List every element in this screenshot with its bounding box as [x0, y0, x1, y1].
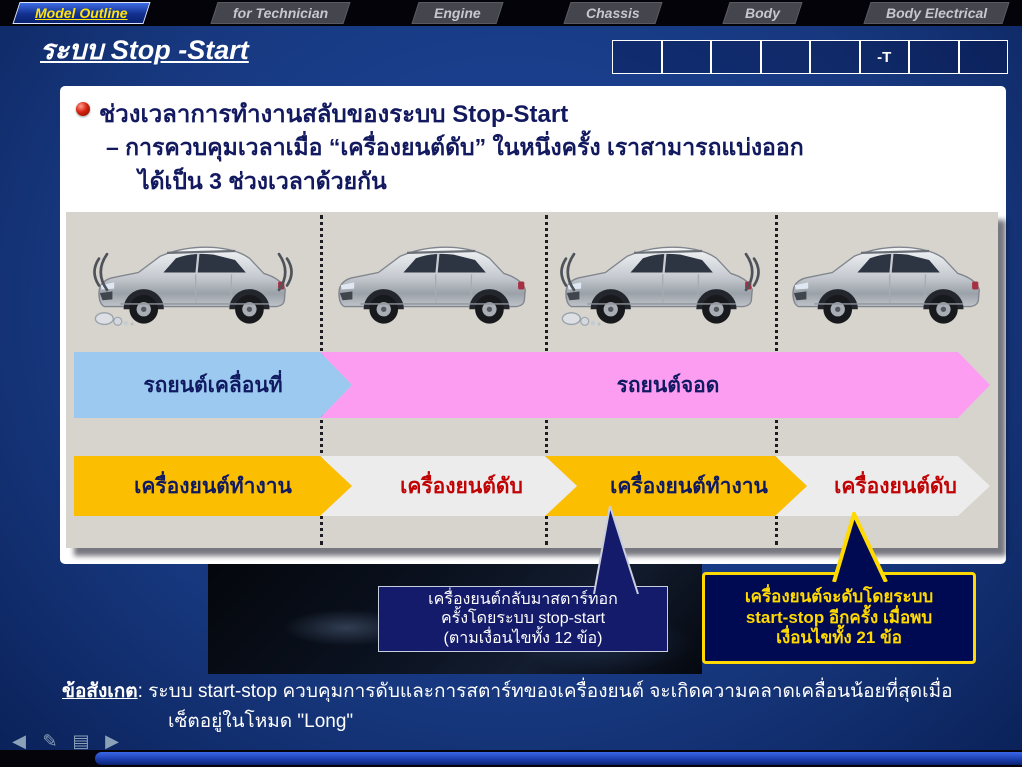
callout-line: เครื่องยนต์กลับมาสตาร์ทอีก — [428, 590, 618, 608]
progress-band — [95, 752, 1022, 765]
tab-label: Engine — [433, 5, 481, 21]
tab-model-outline[interactable]: Model Outline — [12, 2, 151, 24]
tab-body-electrical[interactable]: Body Electrical — [863, 2, 1010, 24]
index-cell — [612, 40, 662, 74]
car-illustration-3 — [545, 220, 775, 342]
nav-forward-icon[interactable]: ▶ — [105, 730, 119, 751]
pen-icon[interactable]: ✎ — [42, 730, 58, 751]
tab-body[interactable]: Body — [722, 2, 803, 24]
arrow-label: รถยนต์จอด — [616, 373, 720, 397]
notes-icon[interactable]: ▤ — [72, 730, 90, 751]
car-illustration-4 — [775, 220, 998, 342]
callout-stop-pointer-icon — [832, 512, 888, 582]
arrow-label: รถยนต์เคลื่อนที่ — [143, 373, 283, 397]
nav-back-icon[interactable]: ◀ — [12, 730, 26, 751]
note-text: : ระบบ start-stop ควบคุมการดับและการสตาร… — [137, 681, 953, 702]
tab-label: Model Outline — [35, 5, 128, 21]
top-navigation: Model Outline for Technician Engine Chas… — [0, 0, 1022, 26]
timeline-vehicle-parked: รถยนต์จอด — [320, 352, 990, 418]
footer-toolbar: ◀ ✎ ▤ ▶ — [8, 731, 123, 751]
tab-for-technician[interactable]: for Technician — [210, 2, 351, 24]
arrow-label: เครื่องยนต์ทำงาน — [610, 474, 768, 498]
timeline-vehicle-moving: รถยนต์เคลื่อนที่ — [74, 352, 352, 418]
arrow-label: เครื่องยนต์ทำงาน — [134, 474, 292, 498]
section-heading: ช่วงเวลาการทำงานสลับของระบบ Stop-Start — [99, 101, 569, 128]
callout-line: start-stop อีกครั้ง เมื่อพบ — [745, 607, 933, 627]
callout-line: (ตามเงื่อนไขทั้ง 12 ข้อ) — [443, 629, 603, 647]
section-index: -T — [612, 40, 1008, 74]
callout-stop: เครื่องยนต์จะดับโดยระบบ start-stop อีกคร… — [702, 572, 976, 664]
timeline-engine-on-1: เครื่องยนต์ทำงาน — [74, 456, 352, 516]
arrow-label: เครื่องยนต์ดับ — [400, 474, 523, 498]
index-cell — [909, 40, 959, 74]
note-line2: เซ็ตอยู่ในโหมด "Long" — [168, 711, 354, 732]
car-illustration-1 — [66, 220, 320, 342]
timeline-engine-off-2: เครื่องยนต์ดับ — [775, 456, 990, 516]
tab-chassis[interactable]: Chassis — [563, 2, 663, 24]
car-illustration-2 — [320, 220, 545, 342]
callout-restart-pointer-icon — [593, 506, 639, 594]
index-cell — [810, 40, 860, 74]
note-line1: ข้อสังเกต: ระบบ start-stop ควบคุมการดับแ… — [62, 676, 953, 706]
bottom-bar — [0, 750, 1022, 767]
index-cell — [661, 40, 711, 74]
timeline-engine-off-1: เครื่องยนต์ดับ — [320, 456, 577, 516]
timeline-diagram: รถยนต์เคลื่อนที่ รถยนต์จอด เครื่องยนต์ทำ… — [66, 212, 998, 548]
tab-label: Chassis — [586, 5, 640, 21]
tab-label: for Technician — [233, 5, 329, 21]
callout-restart: เครื่องยนต์กลับมาสตาร์ทอีก ครั้งโดยระบบ … — [378, 586, 668, 652]
engine-running-marks-icon — [90, 230, 296, 333]
page-title: ระบบ Stop -Start — [40, 35, 249, 65]
callout-line: เงื่อนไขทั้ง 21 ข้อ — [776, 628, 902, 648]
callout-line: ครั้งโดยระบบ stop-start — [440, 610, 606, 628]
tab-label: Body Electrical — [885, 5, 987, 21]
body-text-line2: ได้เป็น 3 ช่วงเวลาด้วยกัน — [138, 168, 387, 194]
car-row — [66, 220, 998, 342]
index-cell — [711, 40, 761, 74]
tab-label: Body — [745, 5, 781, 21]
arrow-label: เครื่องยนต์ดับ — [834, 474, 957, 498]
note-label: ข้อสังเกต — [62, 681, 138, 702]
car-icon — [784, 230, 990, 333]
bullet-icon — [76, 102, 90, 116]
tab-engine[interactable]: Engine — [411, 2, 504, 24]
engine-running-marks-icon — [557, 230, 763, 333]
timeline-engine-on-2: เครื่องยนต์ทำงาน — [545, 456, 807, 516]
index-cell — [958, 40, 1008, 74]
index-cell-current: -T — [859, 40, 909, 74]
callout-line: เครื่องยนต์จะดับโดยระบบ — [744, 586, 934, 606]
body-text-line1: – การควบคุมเวลาเมื่อ “เครื่องยนต์ดับ” ใน… — [106, 134, 804, 160]
car-icon — [330, 230, 536, 333]
content-panel: ช่วงเวลาการทำงานสลับของระบบ Stop-Start –… — [60, 86, 1006, 564]
index-cell — [760, 40, 810, 74]
